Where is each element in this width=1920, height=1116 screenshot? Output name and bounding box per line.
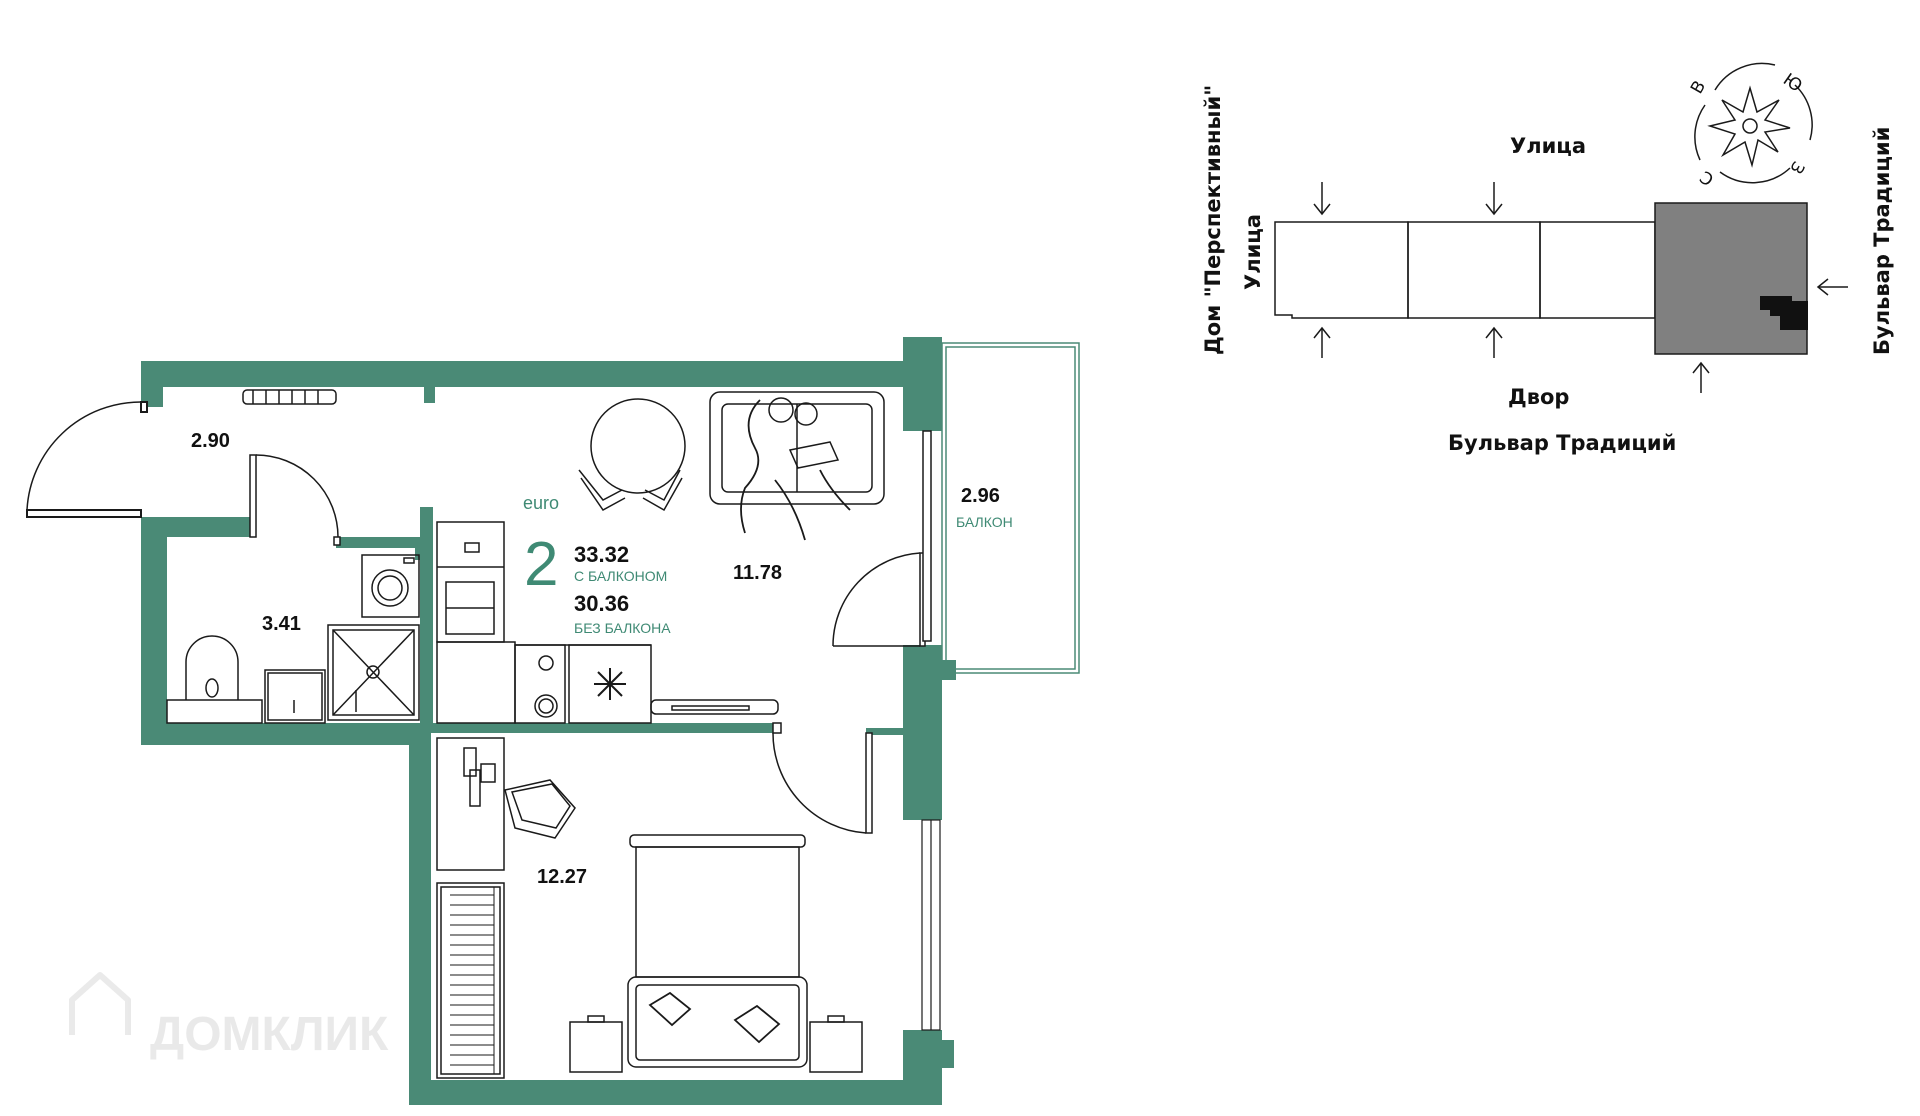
bedroom-window [921,819,941,1031]
building-section-1 [1274,221,1409,319]
building-section-2 [1407,221,1541,319]
entrance-door [26,401,148,518]
watermark-text: ДОМКЛИК [150,1008,389,1061]
bottom-street-label: Бульвар Традиций [1448,431,1676,455]
kitchen-fixtures [436,521,779,724]
plan-labels: 2.90 3.41 11.78 2.96 БАЛКОН 12.27 euro 2… [191,430,1013,888]
compass-east: В [1687,77,1710,97]
hall-radiator [242,389,337,405]
left-side-street-label: Улица [1241,214,1265,290]
room-area-balcony: 2.96 [961,485,1000,507]
compass-west: З [1785,158,1808,177]
rooms-count: 2 [524,530,558,599]
site-plan [1274,62,1848,393]
apartment-type: euro [523,493,559,513]
area-without-balcony-caption: БЕЗ БАЛКОНА [574,620,671,636]
street-top-label: Улица [1510,134,1586,158]
right-side-label: Бульвар Традиций [1870,127,1894,355]
dining-set [578,398,686,512]
area-with-balcony-caption: С БАЛКОНОМ [574,568,667,584]
area-without-balcony: 30.36 [574,591,629,616]
floor-plan [26,337,1080,1105]
walls [141,337,956,1105]
courtyard-label: Двор [1508,385,1569,409]
apartment-marker [1760,296,1808,330]
bathroom-fixtures [166,554,420,724]
wardrobe [436,882,505,1079]
house-icon [69,972,131,1035]
sofa [709,391,885,541]
room-area-hall: 2.90 [191,430,230,452]
snowflake-icon [594,668,626,700]
room-area-bedroom: 12.27 [537,866,587,888]
room-area-bathroom: 3.41 [262,613,301,635]
building-section-3 [1539,221,1656,319]
site-plan-labels: Улица Двор Бульвар Традиций Дом "Перспек… [1201,70,1894,455]
balcony-outline [941,342,1080,674]
area-with-balcony: 33.32 [574,542,629,567]
bedroom-door [772,722,873,834]
room-area-kitchen-living: 11.78 [733,562,782,584]
compass-icon [1694,62,1813,184]
building-highlight [1654,202,1808,355]
entrance-arrows [1313,182,1848,393]
bed [569,834,863,1073]
balcony-door [832,430,932,647]
watermark: ДОМКЛИК [69,972,389,1061]
balcony-caption: БАЛКОН [956,514,1013,530]
left-side-label: Дом "Перспективный" [1201,85,1225,355]
desk [436,737,576,871]
compass-north: С [1697,166,1718,189]
bathroom-door [249,454,341,546]
